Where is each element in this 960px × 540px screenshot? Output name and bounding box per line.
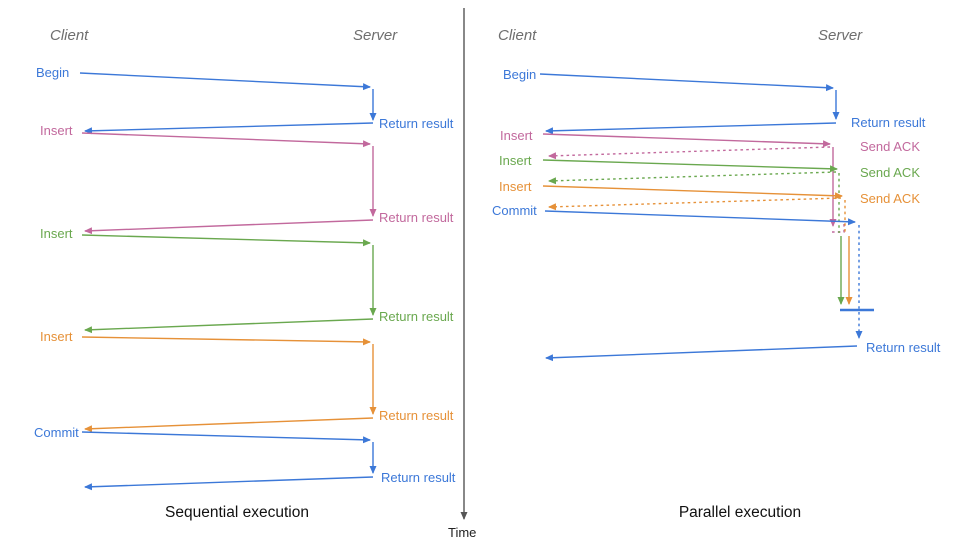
- response-label: Return result: [866, 340, 941, 355]
- response-label: Return result: [379, 210, 454, 225]
- ack-arrow: [548, 171, 837, 185]
- request-label: Insert: [40, 226, 73, 241]
- client-header: Client: [498, 27, 537, 44]
- seq-message-insert-1: Insert Return result: [40, 123, 454, 235]
- request-label: Begin: [36, 65, 69, 80]
- request-arrow: [542, 133, 831, 148]
- response-arrow: [545, 122, 837, 135]
- response-arrow: [84, 219, 374, 235]
- request-arrow: [539, 73, 834, 92]
- ack-label: Send ACK: [860, 191, 920, 206]
- ack-arrow: [548, 197, 842, 211]
- client-header: Client: [50, 27, 89, 44]
- par-message-insert-3: Insert Send ACK: [499, 179, 920, 305]
- ack-label: Send ACK: [860, 165, 920, 180]
- response-label: Return result: [379, 309, 454, 324]
- request-label: Begin: [503, 67, 536, 82]
- response-arrow: [84, 417, 374, 433]
- request-arrow: [542, 185, 843, 200]
- request-label: Insert: [40, 329, 73, 344]
- sequential-panel: Client Server Begin Return result Insert…: [34, 27, 456, 521]
- ack-arrow: [548, 146, 831, 160]
- par-message-insert-1: Insert Send ACK: [500, 128, 920, 233]
- panel-title: Sequential execution: [165, 504, 309, 521]
- ack-label: Send ACK: [860, 139, 920, 154]
- request-label: Insert: [40, 123, 73, 138]
- request-label: Insert: [500, 128, 533, 143]
- par-message-commit: Commit Return result: [492, 203, 941, 362]
- seq-message-insert-2: Insert Return result: [40, 226, 454, 334]
- request-arrow: [81, 234, 371, 247]
- response-label: Return result: [379, 408, 454, 423]
- response-arrow: [84, 476, 374, 491]
- response-label: Return result: [851, 115, 926, 130]
- seq-message-begin: Begin Return result: [36, 65, 454, 135]
- response-label: Return result: [381, 470, 456, 485]
- request-arrow: [544, 210, 856, 226]
- response-label: Return result: [379, 116, 454, 131]
- time-axis-label: Time: [448, 525, 476, 540]
- response-arrow: [84, 318, 374, 334]
- request-label: Insert: [499, 179, 532, 194]
- request-label: Commit: [492, 203, 537, 218]
- request-label: Insert: [499, 153, 532, 168]
- response-arrow: [545, 345, 858, 362]
- par-message-insert-2: Insert Send ACK: [499, 153, 920, 305]
- time-axis: Time: [448, 8, 476, 540]
- panel-title: Parallel execution: [679, 504, 801, 521]
- seq-message-insert-3: Insert Return result: [40, 329, 454, 433]
- response-arrow: [84, 122, 374, 135]
- request-label: Commit: [34, 425, 79, 440]
- request-arrow: [81, 336, 371, 346]
- request-arrow: [542, 159, 838, 173]
- server-header: Server: [353, 27, 398, 44]
- request-arrow: [79, 72, 371, 91]
- request-arrow: [81, 132, 371, 148]
- server-header: Server: [818, 27, 863, 44]
- parallel-panel: Client Server Begin Return result Insert…: [492, 27, 941, 521]
- request-arrow: [81, 431, 371, 444]
- seq-message-commit: Commit Return result: [34, 425, 456, 491]
- queue-wait-corner: [829, 224, 845, 233]
- par-message-begin: Begin Return result: [503, 67, 926, 135]
